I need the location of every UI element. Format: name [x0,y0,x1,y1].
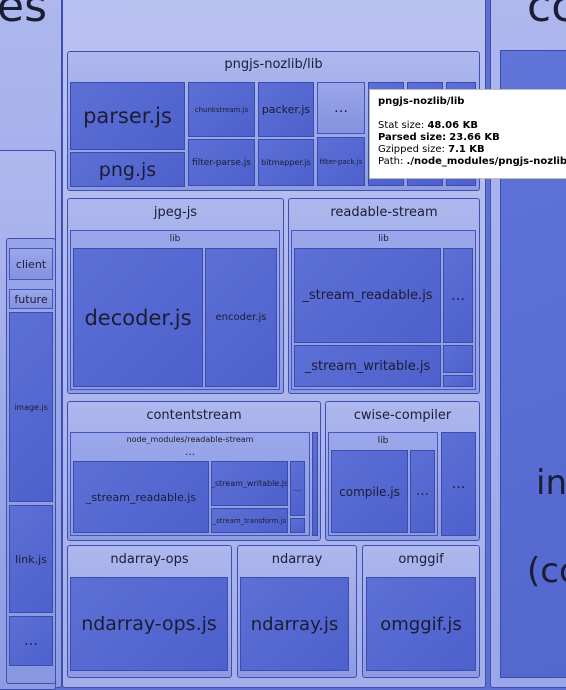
readable-sw-label: _stream_writable.js [304,358,431,374]
parser-label: parser.js [83,104,172,128]
readable-sr-label: _stream_readable.js [302,288,433,303]
omggif-file[interactable]: omggif.js [366,577,476,671]
right-group-title: cc [527,0,566,29]
pngjs-more[interactable]: … [317,82,365,134]
bitmapper-label: bitmapper.js [261,158,311,167]
cs-st-file[interactable]: _stream_transform.js [211,508,288,533]
filter-parse-label: filter-parse.js [192,157,251,168]
tooltip-title: pngjs-nozlib/lib [378,96,465,107]
cs-side-strip[interactable] [312,432,318,536]
tooltip-stat-value: 48.06 KB [427,120,478,131]
cs-sw-file[interactable]: _stream_writable.js [211,461,288,506]
packer-file[interactable]: packer.js [258,82,314,137]
jpeg-title: jpeg-js [153,205,198,220]
png-file[interactable]: png.js [70,152,185,187]
packer-label: packer.js [261,103,311,116]
chunkstream-file[interactable]: chunkstream.js [188,82,255,137]
left-group-title: es [0,0,47,29]
filter-pack-label: filter-pack.js [319,157,363,166]
parser-file[interactable]: parser.js [70,82,185,150]
pngjs-title: pngjs-nozlib/lib [224,57,323,72]
cwise-lib-more[interactable]: … [410,450,435,533]
readable-more-label: … [451,287,465,304]
contentstream-nm-more: … [185,447,195,458]
png-label: png.js [98,158,157,181]
encoder-label: encoder.js [215,312,267,323]
readable-more-2[interactable] [443,345,473,373]
compile-file[interactable]: compile.js [331,450,408,533]
tooltip-stat-label: Stat size: [378,120,425,131]
left-more-label: … [24,633,38,649]
cs-st-label: _stream_transform.js [212,516,287,525]
cs-more-1[interactable]: … [290,461,305,516]
jpeg-lib-label: lib [169,234,181,244]
ndarray-ops-label: ndarray-ops.js [81,613,217,635]
cs-sr-file[interactable]: _stream_readable.js [73,461,209,533]
tooltip-parsed-value: 23.66 KB [449,132,500,143]
pngjs-more-label: … [334,100,348,116]
tooltip-gzip-row: Gzipped size: 7.1 KB [378,144,566,156]
chunkstream-label: chunkstream.js [194,105,249,114]
readable-sr-file[interactable]: _stream_readable.js [294,248,441,343]
tooltip-path-value: ./node_modules/pngjs-nozlib/lib [406,156,566,167]
tooltip-stat-row: Stat size: 48.06 KB [378,120,566,132]
cwise-more-label: … [451,476,466,492]
encoder-file[interactable]: encoder.js [205,248,277,387]
right-tile-text-1: in [536,463,566,503]
cs-sw-label: _stream_writable.js [211,479,288,488]
future-label: future [14,292,48,306]
contentstream-nm-label: node_modules/readable-stream [126,435,254,444]
cwise-title: cwise-compiler [353,408,452,423]
cwise-more[interactable]: … [441,432,476,536]
decoder-file[interactable]: decoder.js [73,248,203,387]
omggif-title: omggif [398,552,444,567]
readable-title: readable-stream [330,205,438,220]
ndarray-label: ndarray.js [250,613,339,635]
omggif-label: omggif.js [380,613,462,635]
cs-sr-label: _stream_readable.js [85,490,197,504]
client-label: client [15,257,47,271]
tooltip-gzip-label: Gzipped size: [378,144,445,155]
decoder-label: decoder.js [84,305,192,330]
left-item-more[interactable]: … [9,616,53,666]
ndarray-title: ndarray [271,552,323,567]
right-tile-text-2: (cc [527,551,566,591]
tooltip-path-label: Path: [378,156,404,167]
cs-more-2[interactable] [290,518,305,533]
link-label: link.js [15,552,47,566]
readable-lib-label: lib [378,234,389,244]
readable-sw-file[interactable]: _stream_writable.js [294,345,441,387]
contentstream-title: contentstream [146,408,242,423]
readable-more-1[interactable]: … [443,248,473,343]
cwise-lib-label: lib [377,436,389,446]
image-label: image.js [14,402,48,412]
tooltip-gzip-value: 7.1 KB [448,144,485,155]
filter-pack-file[interactable]: filter-pack.js [317,137,365,186]
tooltip-path-row: Path: ./node_modules/pngjs-nozlib/lib [378,156,566,168]
left-item-link[interactable]: link.js [9,505,53,613]
ndarray-ops-title: ndarray-ops [110,552,189,567]
readable-more-3[interactable] [443,375,473,387]
tooltip-parsed-label: Parsed size: [378,132,447,143]
left-item-client[interactable]: client [9,248,53,280]
cwise-lib-more-label: … [416,484,429,499]
ndarray-ops-file[interactable]: ndarray-ops.js [70,577,228,671]
ndarray-file[interactable]: ndarray.js [240,577,349,671]
left-item-future[interactable]: future [9,289,53,309]
left-item-image[interactable]: image.js [9,312,53,502]
compile-label: compile.js [339,484,400,499]
filter-parse-file[interactable]: filter-parse.js [188,139,255,186]
size-tooltip: pngjs-nozlib/lib Stat size: 48.06 KB Par… [369,89,566,179]
tooltip-parsed-row: Parsed size: 23.66 KB [378,132,566,144]
bitmapper-file[interactable]: bitmapper.js [258,139,314,186]
